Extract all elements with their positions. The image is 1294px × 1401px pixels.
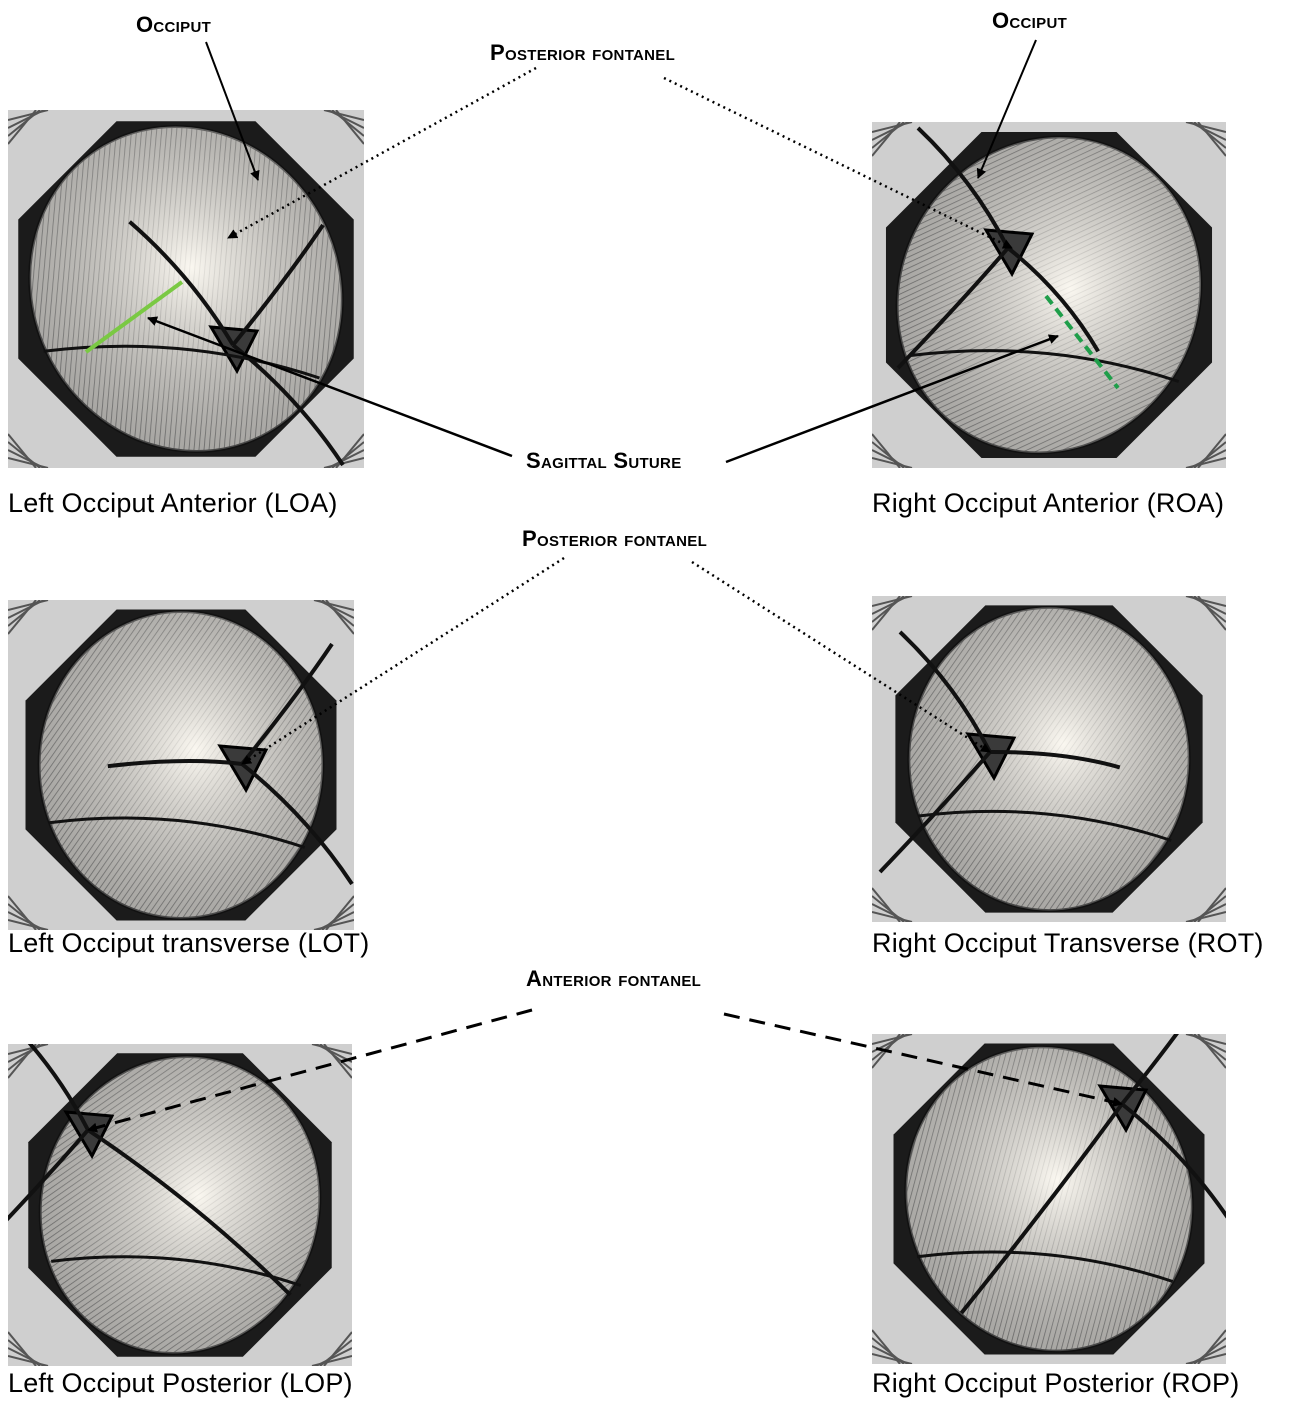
label-posterior-fontanel-top: Posterior fontanel [490,40,675,66]
caption-lot: Left Occiput transverse (LOT) [8,928,369,959]
caption-rot: Right Occiput Transverse (ROT) [872,928,1264,959]
roa-panel [872,122,1226,468]
roa-skull-illustration [872,122,1226,468]
lop-panel [8,1044,352,1366]
lot-panel [8,600,354,930]
caption-lop: Left Occiput Posterior (LOP) [8,1368,353,1399]
rop-panel [872,1034,1226,1364]
rot-panel [872,596,1226,922]
label-sagittal-suture: Sagittal Suture [526,448,682,474]
rot-skull-illustration [872,596,1226,922]
rop-skull-illustration [872,1034,1226,1364]
caption-loa: Left Occiput Anterior (LOA) [8,488,338,519]
label-anterior-fontanel: Anterior fontanel [526,966,701,992]
lot-skull-illustration [8,600,354,930]
lop-skull-illustration [8,1044,352,1366]
label-occiput-right: Occiput [992,8,1067,34]
caption-rop: Right Occiput Posterior (ROP) [872,1368,1239,1399]
loa-skull-illustration [8,110,364,468]
label-occiput-left: Occiput [136,12,211,38]
caption-roa: Right Occiput Anterior (ROA) [872,488,1224,519]
loa-panel [8,110,364,468]
label-posterior-fontanel-middle: Posterior fontanel [522,526,707,552]
